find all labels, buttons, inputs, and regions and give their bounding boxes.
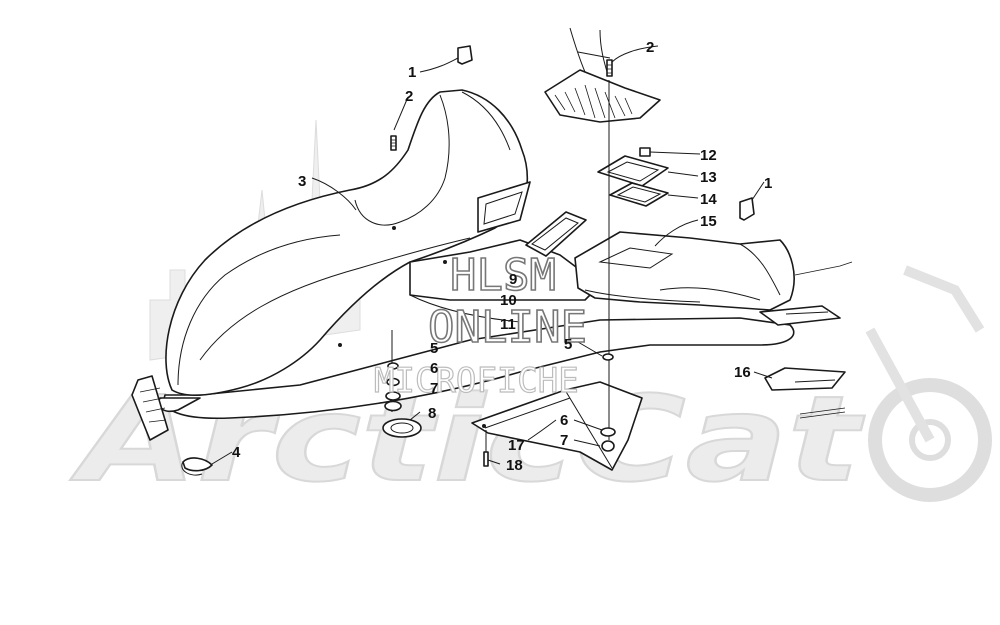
callout-2-right: 2 — [646, 39, 654, 56]
callout-17: 17 — [508, 437, 525, 454]
grommet-stack-left — [382, 330, 422, 438]
callout-18: 18 — [506, 457, 523, 474]
callout-2-left: 2 — [405, 88, 413, 105]
belly-pan-part — [471, 27, 853, 471]
callout-12: 12 — [700, 147, 717, 164]
screw-part-left — [390, 135, 397, 151]
callout-7-left: 7 — [430, 380, 438, 397]
watermark-line1: HLSM — [450, 250, 556, 301]
grommet-part — [382, 418, 422, 438]
watermark-line2: ONLINE — [428, 302, 587, 353]
callout-labels: 1 2 3 4 5 6 7 8 9 10 11 2 12 13 14 15 1 … — [232, 39, 772, 474]
callout-leaders — [211, 45, 773, 465]
callout-1-left: 1 — [408, 64, 416, 81]
callout-8: 8 — [428, 405, 436, 422]
watermark-wheel — [868, 378, 992, 502]
callout-15: 15 — [700, 213, 717, 230]
callout-9: 9 — [509, 271, 517, 288]
callout-6-right: 6 — [560, 412, 568, 429]
callout-3: 3 — [298, 173, 306, 190]
callout-5-left: 5 — [430, 340, 438, 357]
callout-7-right: 7 — [560, 432, 568, 449]
reflector-part — [131, 375, 213, 476]
watermark-text: HLSM ONLINE MICROFICHE — [373, 249, 587, 401]
hood-part — [158, 89, 795, 420]
callout-5-right: 5 — [564, 336, 572, 353]
callout-6-left: 6 — [430, 360, 438, 377]
callout-4: 4 — [232, 444, 241, 461]
callout-11: 11 — [500, 316, 516, 333]
watermark-line3: MICROFICHE — [374, 361, 579, 401]
callout-14: 14 — [700, 191, 717, 208]
callout-13: 13 — [700, 169, 717, 186]
emblem-part-left — [457, 45, 473, 65]
callout-10: 10 — [500, 292, 517, 309]
callout-1-right: 1 — [764, 175, 772, 192]
callout-16: 16 — [734, 364, 751, 381]
